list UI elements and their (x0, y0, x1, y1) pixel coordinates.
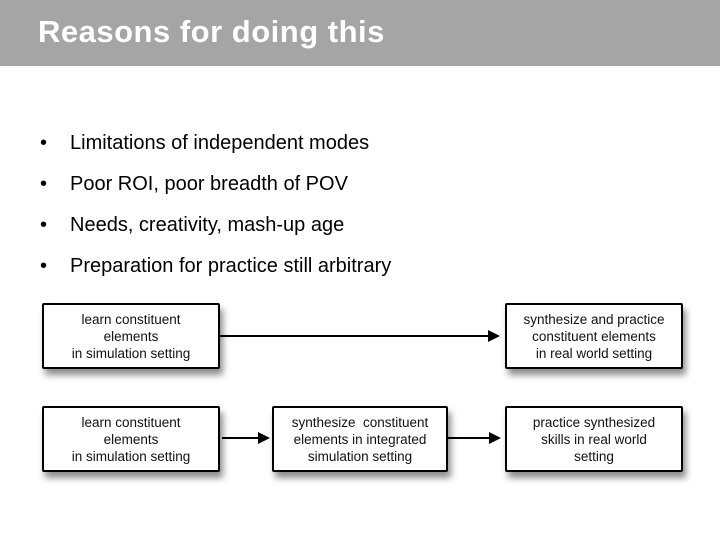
flow-arrow-bottom-right (448, 437, 490, 439)
arrowhead-icon (258, 432, 270, 444)
box-text-line: synthesize and practice (523, 311, 665, 327)
bullet-item: • Preparation for practice still arbitra… (40, 256, 391, 276)
bullet-text: Needs, creativity, mash-up age (70, 214, 345, 236)
diagram-box-learn-simulation-top: learn constituent elements in simulation… (42, 303, 220, 369)
box-text-line: setting (574, 448, 614, 464)
bullet-icon: • (40, 173, 48, 195)
bullet-item: • Poor ROI, poor breadth of POV (40, 174, 391, 194)
box-text-line: skills in real world (541, 431, 647, 447)
box-text-line: in real world setting (535, 345, 653, 361)
bullet-item: • Needs, creativity, mash-up age (40, 215, 391, 235)
box-text-line: elements in integrated (293, 431, 427, 447)
bullet-text: Poor ROI, poor breadth of POV (70, 173, 348, 195)
box-text-line: simulation setting (307, 448, 413, 464)
flow-arrow-top (220, 335, 490, 337)
box-text-line: in simulation setting (71, 448, 191, 464)
bullet-icon: • (40, 132, 48, 154)
page-title: Reasons for doing this (38, 14, 385, 49)
box-text-line: learn constituent (81, 414, 181, 430)
box-text-line: constituent elements (532, 328, 656, 344)
box-text-line: synthesize constituent (291, 414, 429, 430)
bullet-item: • Limitations of independent modes (40, 133, 391, 153)
box-text-line: elements (103, 328, 159, 344)
box-text-line: in simulation setting (71, 345, 191, 361)
flow-arrow-bottom-left (222, 437, 260, 439)
bullet-text: Preparation for practice still arbitrary (70, 255, 392, 277)
slide-header: Reasons for doing this (0, 0, 720, 66)
box-text-line: learn constituent (81, 311, 181, 327)
bullet-list: • Limitations of independent modes • Poo… (40, 133, 391, 297)
bullet-text: Limitations of independent modes (70, 132, 370, 154)
box-text-line: elements (103, 431, 159, 447)
bullet-icon: • (40, 255, 48, 277)
arrowhead-icon (489, 432, 501, 444)
diagram-box-synthesize-practice-real-world: synthesize and practice constituent elem… (505, 303, 683, 369)
diagram-box-synthesize-integrated-simulation: synthesize constituent elements in integ… (272, 406, 448, 472)
arrowhead-icon (488, 330, 500, 342)
diagram-box-learn-simulation-bottom: learn constituent elements in simulation… (42, 406, 220, 472)
bullet-icon: • (40, 214, 48, 236)
box-text-line: practice synthesized (532, 414, 656, 430)
diagram-box-practice-synthesized-real-world: practice synthesized skills in real worl… (505, 406, 683, 472)
